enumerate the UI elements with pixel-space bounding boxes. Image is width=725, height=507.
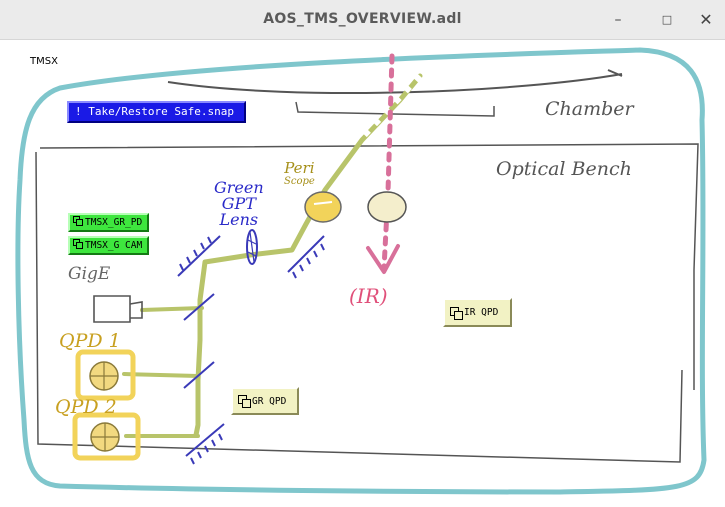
periscope-ir-optic <box>367 191 407 223</box>
chamber-label: Chamber <box>545 98 634 120</box>
gige-label: GigE <box>68 264 111 284</box>
related-display-icon <box>73 239 83 249</box>
minimize-icon[interactable]: – <box>614 12 622 28</box>
periscope-green-optic <box>304 191 342 223</box>
window-title: AOS_TMS_OVERVIEW.adl <box>263 11 462 27</box>
green-beam <box>193 73 423 438</box>
tmsx-g-cam-button[interactable]: TMSX_G CAM <box>68 236 149 255</box>
outer-frame <box>15 47 707 495</box>
green-label-line3: Lens <box>219 210 259 229</box>
qpd1-detector-icon <box>75 349 136 401</box>
green-label-line1: Green <box>214 178 264 197</box>
tmsx-label: TMSX <box>30 56 58 67</box>
green-label-line2: GPT <box>221 194 256 213</box>
mirror-periscope <box>287 235 325 279</box>
ir-label: (IR) <box>349 284 388 308</box>
related-display-icon <box>450 306 463 320</box>
gr-qpd-button[interactable]: GR QPD <box>231 387 299 415</box>
mirror-top-left <box>177 235 221 277</box>
ir-qpd-button[interactable]: IR QPD <box>443 298 512 327</box>
related-display-icon <box>73 216 83 226</box>
mirror-bottom <box>185 423 225 465</box>
overview-canvas: TMSX ! Take/Restore Safe.snap TMSX_GR_PD… <box>0 40 725 507</box>
beamsplitter-qpd1 <box>183 361 215 389</box>
tmsx-gr-pd-label: TMSX_GR_PD <box>85 217 143 228</box>
green-beam-qpd1 <box>122 372 200 378</box>
qpd1-label: QPD 1 <box>59 330 121 352</box>
chamber-arc-tick <box>607 69 623 77</box>
ir-beam <box>381 53 395 271</box>
optical-bench-outline <box>35 143 699 463</box>
title-bar[interactable]: AOS_TMS_OVERVIEW.adl – □ ✕ <box>0 0 725 40</box>
tmsx-gr-pd-button[interactable]: TMSX_GR_PD <box>68 213 149 232</box>
optical-bench-label: Optical Bench <box>496 158 632 180</box>
green-gpt-lens-label: Green GPT Lens <box>214 180 264 228</box>
beamsplitter-camera <box>183 293 215 321</box>
gige-camera-icon <box>93 295 143 323</box>
gr-qpd-label: GR QPD <box>252 395 287 407</box>
periscope-label: Peri Scope <box>284 161 315 189</box>
close-icon[interactable]: ✕ <box>699 10 713 29</box>
tmsx-g-cam-label: TMSX_G CAM <box>85 240 143 251</box>
maximize-icon[interactable]: □ <box>661 13 673 26</box>
qpd2-detector-icon <box>72 412 141 461</box>
chamber-plate <box>295 101 495 117</box>
ir-arrow-head <box>366 244 400 274</box>
related-display-icon <box>238 395 251 408</box>
ir-qpd-label: IR QPD <box>464 307 499 318</box>
green-gpt-lens <box>246 229 258 265</box>
green-beam-camera <box>140 306 204 312</box>
qpd2-label: QPD 2 <box>55 396 117 418</box>
chamber-arc <box>167 73 623 94</box>
bench-sketch <box>15 47 707 495</box>
periscope-label-line2: Scope <box>284 176 315 187</box>
periscope-label-line1: Peri <box>284 159 315 177</box>
safe-snap-button[interactable]: ! Take/Restore Safe.snap <box>67 101 246 123</box>
